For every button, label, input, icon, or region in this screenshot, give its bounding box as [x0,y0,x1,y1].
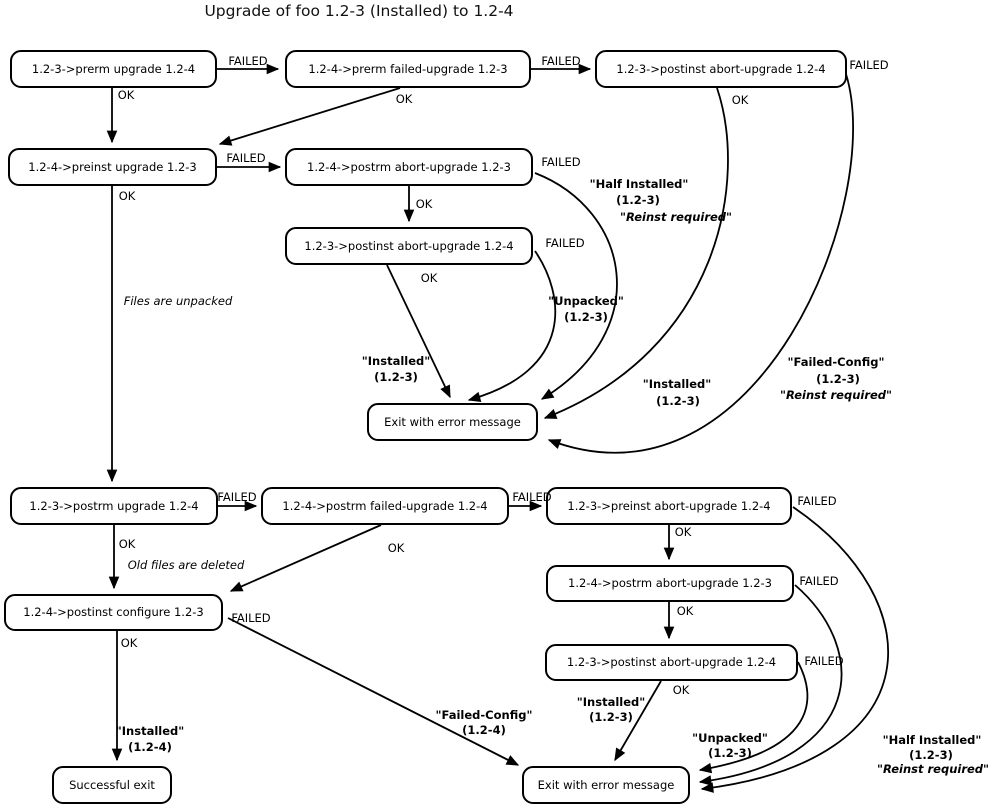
edge-label: FAILED [226,151,266,165]
edge-label: FAILED [541,155,581,169]
edge-label: FAILED [541,54,581,68]
edge-postinst-abort-mid-ok [386,264,451,399]
status-label: (1.2-3) [708,746,752,760]
edge-label: OK [117,88,135,102]
edge-label: OK [415,197,433,211]
flow-node-preinst-upgrade: 1.2-4->preinst upgrade 1.2-3 [8,148,217,186]
edge-postinst-abort-bottom-ok [614,680,662,762]
status-label: (1.2-3) [909,748,953,762]
edge-label: OK [387,541,405,555]
status-label: (1.2-3) [564,310,608,324]
flow-node-postinst-abort-upgrade-top: 1.2-3->postinst abort-upgrade 1.2-4 [595,50,847,88]
flow-node-exit-error-top: Exit with error message [367,403,538,441]
status-label: "Installed" [642,377,712,391]
edge-label: OK [420,271,438,285]
edge-label: FAILED [797,494,837,508]
flow-node-exit-error-bottom: Exit with error message [522,766,690,804]
status-label: "Unpacked" [548,294,624,308]
edge-label: OK [120,636,138,650]
edge-prerm-failed-upgrade-ok [218,87,401,146]
status-label: "Half Installed" [589,177,689,191]
flow-node-postrm-abort-upgrade-mid: 1.2-4->postrm abort-upgrade 1.2-3 [285,148,533,186]
edge-postinst-configure-failed [227,617,520,766]
status-label: (1.2-4) [128,740,172,754]
edge-preinst-abort-failed [700,506,889,793]
status-label: "Reinst required" [779,388,893,402]
edge-label: FAILED [849,58,889,72]
flow-node-preinst-abort-upgrade: 1.2-3->preinst abort-upgrade 1.2-4 [546,487,792,525]
flow-node-postrm-upgrade: 1.2-3->postrm upgrade 1.2-4 [10,487,218,525]
status-label: "Installed" [115,724,185,738]
status-label: (1.2-3) [374,370,418,384]
status-label: (1.2-3) [616,193,660,207]
edge-label: OK [118,537,136,551]
edge-label: OK [118,189,136,203]
edge-label: OK [672,683,690,697]
flow-node-successful-exit: Successful exit [52,766,172,804]
flow-node-prerm-failed-upgrade: 1.2-4->prerm failed-upgrade 1.2-3 [285,50,531,88]
edge-label: OK [731,93,749,107]
edge-label: Files are unpacked [123,294,233,308]
edge-label: OK [395,92,413,106]
flow-node-postrm-failed-upgrade: 1.2-4->postrm failed-upgrade 1.2-4 [261,487,509,525]
flow-node-postinst-abort-upgrade-bottom: 1.2-3->postinst abort-upgrade 1.2-4 [545,644,798,681]
status-label: "Installed" [576,695,646,709]
flow-node-prerm-upgrade: 1.2-3->prerm upgrade 1.2-4 [10,50,217,88]
status-label: "Unpacked" [692,731,768,745]
edge-postinst-abort-mid-failed [467,250,557,402]
edge-label: Old files are deleted [127,558,245,572]
status-label: (1.2-3) [816,372,860,386]
edge-postrm-abort-bottom-failed [698,584,843,786]
status-label: (1.2-3) [656,394,700,408]
edge-postinst-abort-top-failed [547,73,854,454]
edge-label: FAILED [804,654,844,668]
edge-postrm-abort-mid-failed [534,172,618,400]
status-label: (1.2-4) [462,723,506,737]
status-label: "Installed" [361,354,431,368]
edge-label: FAILED [217,490,257,504]
edge-label: FAILED [799,574,839,588]
status-label: "Failed-Config" [787,355,885,369]
edge-postinst-abort-bottom-failed [698,661,809,774]
edge-label: OK [676,604,694,618]
diagram-title: Upgrade of foo 1.2-3 (Installed) to 1.2-… [204,2,514,20]
status-label: (1.2-3) [589,710,633,724]
flow-node-postinst-abort-upgrade-mid: 1.2-3->postinst abort-upgrade 1.2-4 [285,227,533,265]
flow-node-postrm-abort-upgrade-bottom: 1.2-4->postrm abort-upgrade 1.2-3 [546,565,794,602]
edge-label: FAILED [512,490,552,504]
status-label: "Failed-Config" [435,708,533,722]
edge-label: OK [674,525,692,539]
edge-postrm-failed-upgrade-ok [229,524,382,592]
edge-postinst-abort-top-ok [543,87,729,419]
status-label: "Reinst required" [876,762,990,776]
edge-label: FAILED [231,611,271,625]
edge-label: FAILED [545,236,585,250]
edge-label: FAILED [228,54,268,68]
status-label: "Half Installed" [882,733,982,747]
flow-node-postinst-configure: 1.2-4->postinst configure 1.2-3 [4,594,223,631]
status-label: "Reinst required" [619,210,733,224]
